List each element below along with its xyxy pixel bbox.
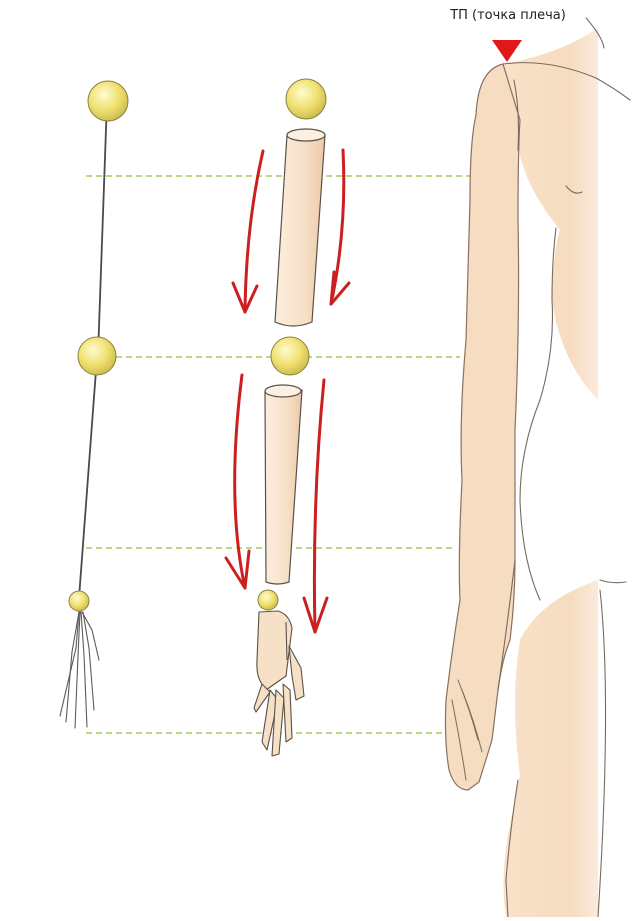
segmented-arm-shoulder-joint <box>286 79 326 119</box>
body-arm <box>445 64 520 790</box>
stick-arm-shoulder-joint <box>88 81 128 121</box>
segmented-arm-elbow-joint <box>271 337 309 375</box>
back-contour <box>540 228 556 400</box>
stick-arm-wrist-joint <box>69 591 89 611</box>
stick-arm-elbow-joint <box>78 337 116 375</box>
segmented-arm-wrist-joint <box>258 590 278 610</box>
stick-arm-hand-strokes <box>60 612 99 728</box>
arrow-lower-left-icon <box>235 375 245 588</box>
stick-arm-bone-lower <box>79 357 97 598</box>
arrow-upper-left-icon <box>245 151 263 312</box>
segmented-arm <box>254 79 326 756</box>
waist-mark <box>600 580 626 583</box>
upper-arm-cylinder <box>275 129 325 326</box>
shoulder-point-label: ТП (точка плеча) <box>418 8 598 23</box>
arrow-lower-right-icon <box>314 380 324 632</box>
stick-arm <box>60 81 128 728</box>
hip-contour <box>520 400 540 600</box>
forearm-cylinder <box>265 385 302 584</box>
shoulder-point-marker-icon <box>492 40 522 62</box>
segmented-arm-hand <box>254 611 304 756</box>
thigh-contour-2 <box>598 590 606 917</box>
body-figure <box>445 18 630 917</box>
stick-arm-bone-upper <box>98 101 107 355</box>
